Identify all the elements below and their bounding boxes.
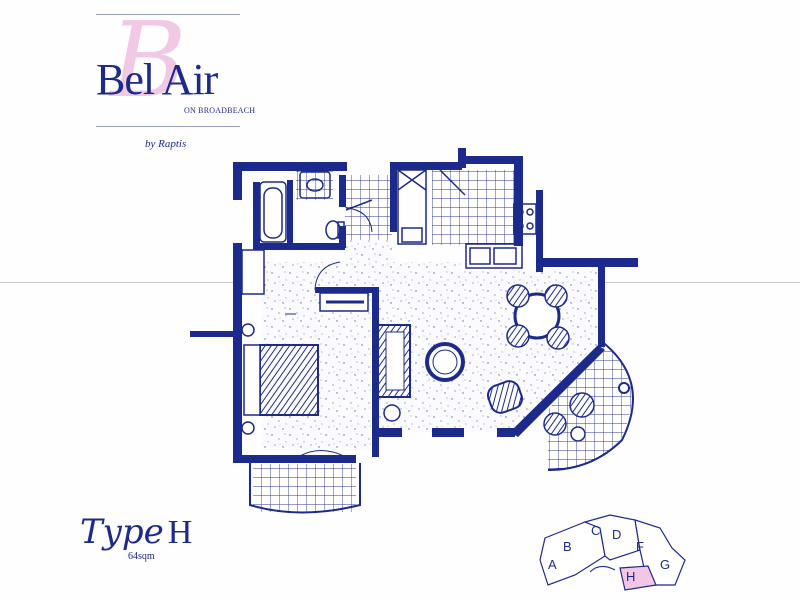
coffee-table: [425, 342, 465, 382]
balcony-setting: [543, 392, 595, 442]
key-label-f: F: [636, 539, 644, 554]
door-swings: [285, 207, 373, 457]
key-label-c: C: [591, 523, 600, 538]
balcony-bedroom-tiles: [253, 464, 356, 512]
logo-monogram: B: [110, 0, 187, 121]
unit-type-letter: H: [167, 514, 193, 551]
key-plan: A B C D F G H: [539, 514, 686, 591]
armchair: [486, 380, 524, 414]
brand-name: Bel Air: [96, 55, 218, 104]
sofa: [377, 324, 411, 398]
unit-type-prefix: Type: [80, 512, 164, 552]
balcony-curve: [547, 339, 634, 471]
key-label-d: D: [612, 527, 621, 542]
dining-set: [506, 284, 570, 350]
kitchen-fixtures: [397, 169, 537, 269]
bathroom-basin-tiles: [296, 170, 333, 200]
brand-subtitle: ON BROADBEACH: [184, 106, 256, 115]
key-label-h: H: [626, 569, 635, 584]
hallway-tiles: [345, 175, 392, 250]
unit-area: 64sqm: [128, 551, 155, 562]
key-label-g: G: [660, 557, 670, 572]
brand-logo: B Bel Air ON BROADBEACH: [96, 8, 255, 130]
key-label-a: A: [548, 557, 557, 572]
bathroom-fixtures: [259, 171, 373, 243]
walls: [190, 148, 638, 463]
key-plan-highlight: [619, 565, 657, 591]
unit-type-label: Type H: [80, 512, 192, 552]
brand-byline: by Raptis: [145, 138, 187, 150]
key-label-b: B: [563, 539, 572, 554]
kitchen-tiles: [432, 170, 517, 245]
logo-bottom-rule: [96, 126, 240, 127]
balcony-slider-wall: [510, 345, 605, 437]
wardrobe: [241, 249, 369, 312]
logo-top-rule: [96, 14, 240, 15]
bed: [241, 323, 319, 435]
bedroom-balcony-rail: [249, 463, 361, 514]
